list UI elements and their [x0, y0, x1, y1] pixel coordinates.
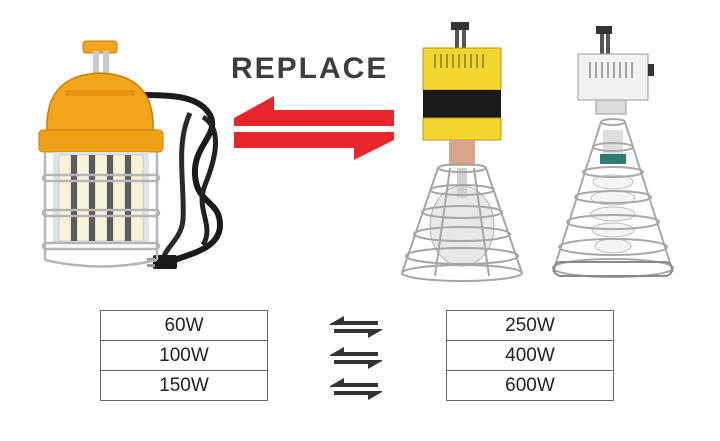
replace-title: REPLACE: [231, 52, 389, 85]
led-work-light-icon: [38, 40, 224, 269]
led-wattage-cell: 60W: [100, 310, 268, 341]
metal-halide-lamp-icon: [401, 22, 523, 282]
legacy-wattage-table: 250W 400W 600W: [446, 310, 614, 401]
table-row: 60W: [100, 310, 268, 341]
led-wattage-cell: 100W: [100, 340, 268, 371]
cfl-work-light-icon: [552, 26, 674, 278]
legacy-wattage-cell: 600W: [446, 370, 614, 401]
led-wattage-cell: 150W: [100, 370, 268, 401]
equivalence-arrows-icon: [330, 316, 382, 400]
table-row: 400W: [446, 340, 614, 371]
double-arrow-icon: [234, 96, 394, 160]
legacy-wattage-cell: 250W: [446, 310, 614, 341]
table-row: 100W: [100, 340, 268, 371]
table-row: 250W: [446, 310, 614, 341]
led-wattage-table: 60W 100W 150W: [100, 310, 268, 401]
table-row: 600W: [446, 370, 614, 401]
legacy-wattage-cell: 400W: [446, 340, 614, 371]
table-row: 150W: [100, 370, 268, 401]
